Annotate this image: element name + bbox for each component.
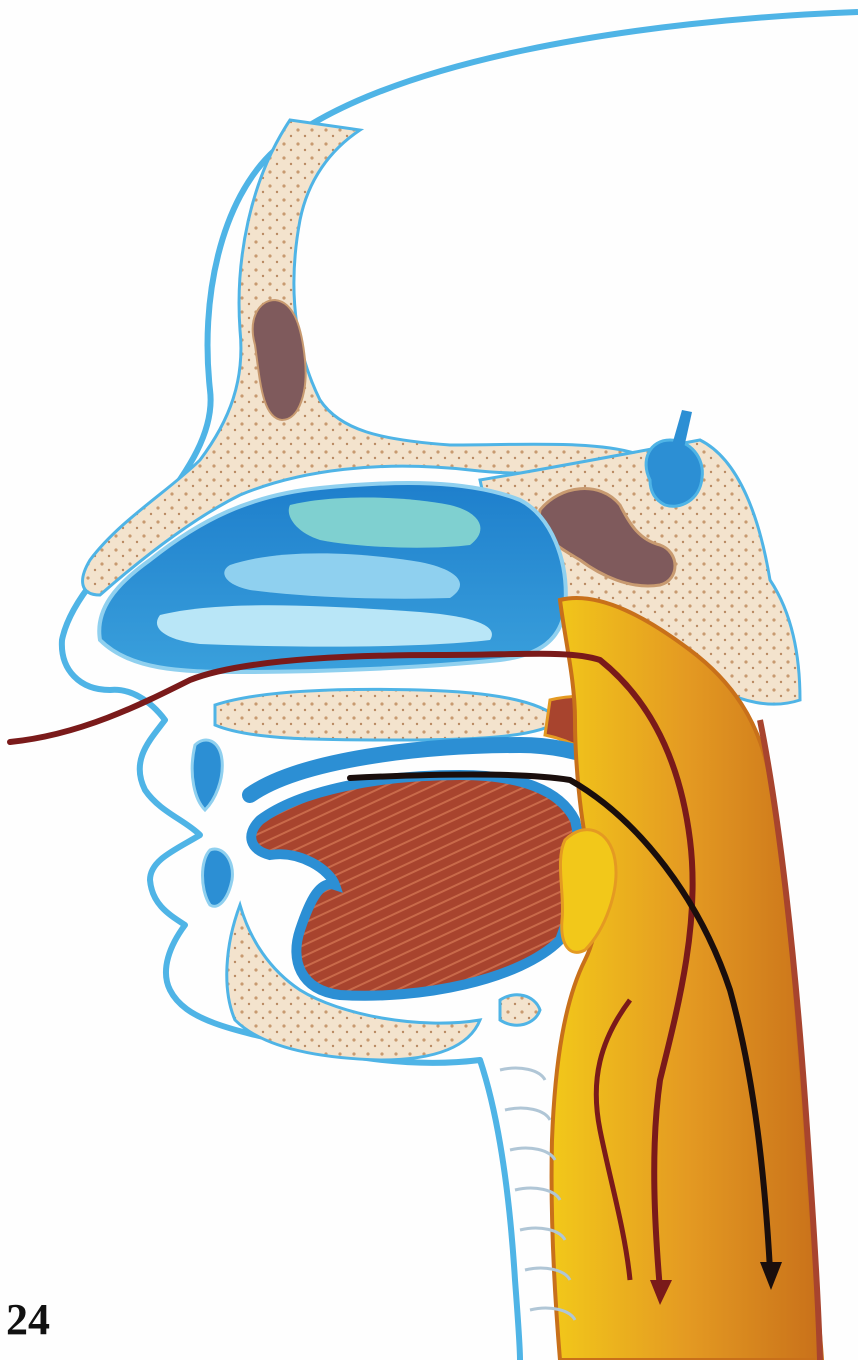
- hyoid-bone: [500, 995, 540, 1025]
- tongue: [251, 775, 579, 996]
- pituitary-gland: [646, 440, 702, 506]
- hard-palate: [215, 689, 560, 740]
- lower-lip: [203, 849, 233, 906]
- upper-lip: [192, 740, 222, 810]
- pharynx: [552, 598, 822, 1360]
- page-number: 24: [6, 1298, 50, 1342]
